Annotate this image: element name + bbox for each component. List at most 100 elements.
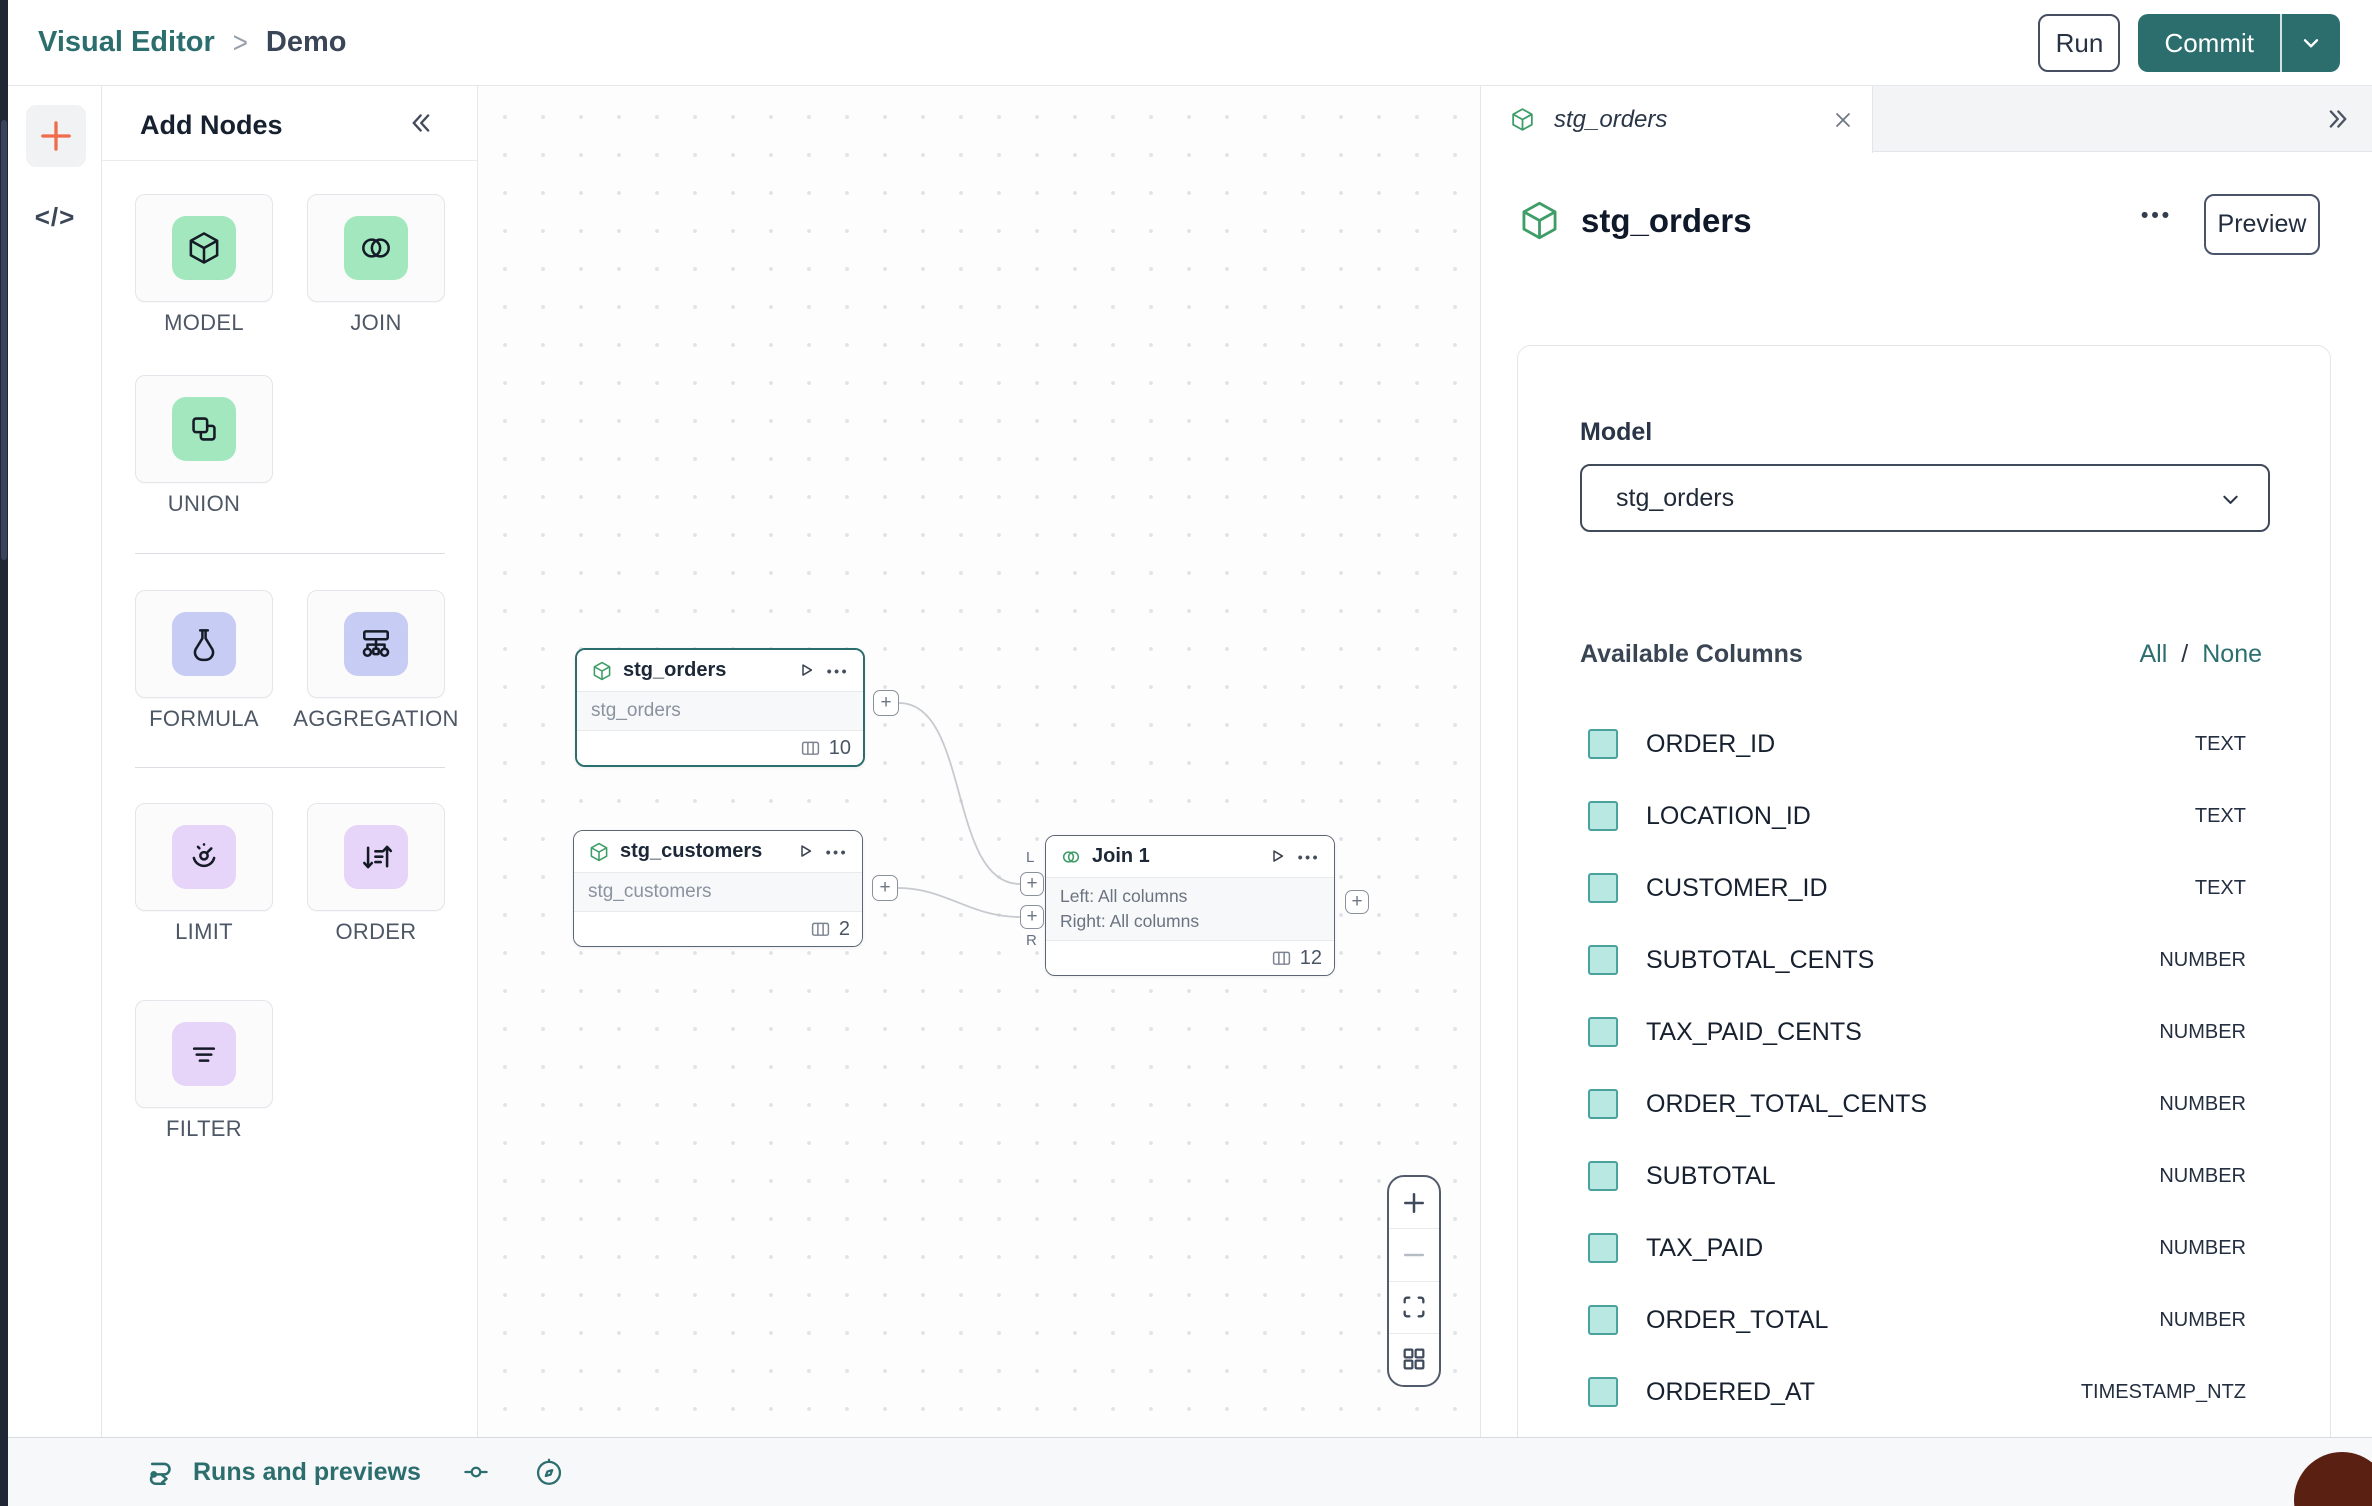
column-checkbox[interactable]: [1588, 945, 1618, 975]
node-title: stg_orders: [623, 659, 727, 681]
node-type-model[interactable]: [135, 194, 273, 302]
breadcrumb: Visual Editor > Demo: [38, 24, 347, 60]
explore-button[interactable]: [533, 1456, 565, 1488]
compass-icon: [536, 1458, 561, 1485]
edge-scrollbar-thumb[interactable]: [1, 120, 7, 560]
column-checkbox[interactable]: [1588, 1305, 1618, 1335]
column-checkbox[interactable]: [1588, 1377, 1618, 1407]
join-circles-icon: [362, 238, 390, 258]
canvas-node-stg-customers[interactable]: stg_customers ••• stg_customers 2: [573, 830, 863, 947]
column-checkbox[interactable]: [1588, 1233, 1618, 1263]
run-button[interactable]: Run: [2038, 14, 2121, 72]
gauge-icon: [192, 843, 216, 868]
tab-stg-orders[interactable]: stg_orders: [1481, 86, 1873, 153]
breadcrumb-app-link[interactable]: Visual Editor: [38, 26, 215, 58]
node-header: Join 1 •••: [1046, 836, 1334, 878]
node-type-formula[interactable]: [135, 590, 273, 698]
node-type-order[interactable]: [307, 803, 445, 911]
node-footer: 2: [574, 912, 862, 946]
filter-lines-icon: [192, 1047, 216, 1062]
column-checkbox[interactable]: [1588, 801, 1618, 831]
select-none-link[interactable]: None: [2202, 640, 2262, 668]
commit-button[interactable]: Commit: [2164, 27, 2254, 58]
node-subtitle: stg_customers: [588, 881, 712, 902]
header-actions: Run Commit: [2038, 0, 2340, 86]
model-select[interactable]: stg_orders: [1580, 464, 2270, 532]
plus-icon: [41, 121, 71, 151]
column-row: SUBTOTAL NUMBER: [1518, 1140, 2330, 1212]
fit-view-icon: [1403, 1296, 1425, 1318]
column-select-links: All / None: [2139, 640, 2262, 669]
layout-grid-button[interactable]: [1389, 1334, 1439, 1385]
play-icon[interactable]: [1267, 846, 1288, 867]
join-right-config: Right: All columns: [1060, 911, 1200, 931]
node-type-join[interactable]: [307, 194, 445, 302]
app-edge-strip: [0, 0, 8, 1506]
runs-icon: [149, 1462, 171, 1486]
output-port-stg-customers[interactable]: +: [872, 875, 898, 901]
play-icon[interactable]: [796, 660, 817, 681]
column-row: TAX_PAID_CENTS NUMBER: [1518, 996, 2330, 1068]
column-checkbox[interactable]: [1588, 1161, 1618, 1191]
add-nodes-panel: Add Nodes MODEL JOIN UNION: [102, 86, 478, 1437]
more-options-icon[interactable]: •••: [826, 662, 849, 679]
column-checkbox[interactable]: [1588, 873, 1618, 903]
more-options-icon[interactable]: •••: [2141, 204, 2173, 227]
play-icon[interactable]: [795, 841, 816, 862]
available-columns-list: ORDER_ID TEXT LOCATION_ID TEXT CUSTOMER_…: [1518, 708, 2330, 1428]
join-output-port[interactable]: +: [1345, 890, 1369, 914]
node-type-label: FILTER: [166, 1116, 242, 1141]
node-footer: 12: [1046, 941, 1334, 975]
node-type-limit[interactable]: [135, 803, 273, 911]
commit-node-button[interactable]: [461, 1457, 491, 1487]
collapse-panel-button[interactable]: [405, 108, 435, 138]
node-type-filter[interactable]: [135, 1000, 273, 1108]
code-view-button[interactable]: </>: [8, 202, 102, 233]
node-type-label: ORDER: [335, 919, 417, 944]
add-button[interactable]: [26, 105, 86, 167]
node-config-card: Model stg_orders Available Columns All /…: [1517, 345, 2331, 1437]
node-body: stg_customers: [574, 873, 862, 912]
limit-tile: [172, 825, 236, 889]
more-options-icon[interactable]: •••: [1297, 848, 1320, 865]
column-checkbox[interactable]: [1588, 1017, 1618, 1047]
runs-and-previews-label: Runs and previews: [193, 1457, 421, 1486]
column-row: ORDER_TOTAL NUMBER: [1518, 1284, 2330, 1356]
zoom-in-button[interactable]: [1389, 1177, 1439, 1230]
group-divider: [135, 767, 445, 768]
node-body: Left: All columns Right: All columns: [1046, 878, 1334, 941]
canvas-node-stg-orders[interactable]: stg_orders ••• stg_orders 10: [575, 648, 865, 767]
join-left-config: Left: All columns: [1060, 886, 1188, 906]
join-right-input-port[interactable]: +: [1020, 905, 1044, 929]
node-title: Join 1: [1092, 845, 1150, 867]
union-tile: [172, 397, 236, 461]
column-checkbox[interactable]: [1588, 729, 1618, 759]
inspector-title: stg_orders: [1581, 202, 1752, 239]
canvas-node-join-1[interactable]: Join 1 ••• Left: All columns Right: All …: [1045, 835, 1335, 976]
column-name: ORDER_TOTAL_CENTS: [1646, 1089, 1928, 1118]
expand-panel-button[interactable]: [2324, 86, 2354, 152]
node-type-aggregation[interactable]: [307, 590, 445, 698]
more-options-icon[interactable]: •••: [825, 843, 848, 860]
commit-dropdown-button[interactable]: [2282, 14, 2340, 72]
available-columns-header: Available Columns: [1580, 640, 1803, 668]
node-type-union[interactable]: [135, 375, 273, 483]
output-port-stg-orders[interactable]: +: [873, 690, 899, 716]
fit-view-button[interactable]: [1389, 1282, 1439, 1334]
join-right-port-label: R: [1026, 932, 1037, 949]
runs-and-previews-button[interactable]: Runs and previews: [143, 1455, 421, 1489]
commit-split-button: Commit: [2138, 14, 2340, 72]
breadcrumb-separator-icon: >: [232, 24, 248, 60]
select-all-link[interactable]: All: [2139, 640, 2168, 668]
column-checkbox[interactable]: [1588, 1089, 1618, 1119]
cube-icon: [593, 661, 611, 680]
preview-button[interactable]: Preview: [2204, 194, 2320, 255]
join-left-input-port[interactable]: +: [1020, 872, 1044, 896]
close-tab-button[interactable]: [1830, 86, 1856, 153]
column-name: ORDERED_AT: [1646, 1377, 1816, 1406]
node-subtitle: stg_orders: [591, 700, 681, 721]
aggregation-tile: [344, 612, 408, 676]
pipeline-canvas[interactable]: stg_orders ••• stg_orders 10 + stg_custo…: [478, 86, 1480, 1437]
zoom-out-button[interactable]: [1389, 1229, 1439, 1282]
